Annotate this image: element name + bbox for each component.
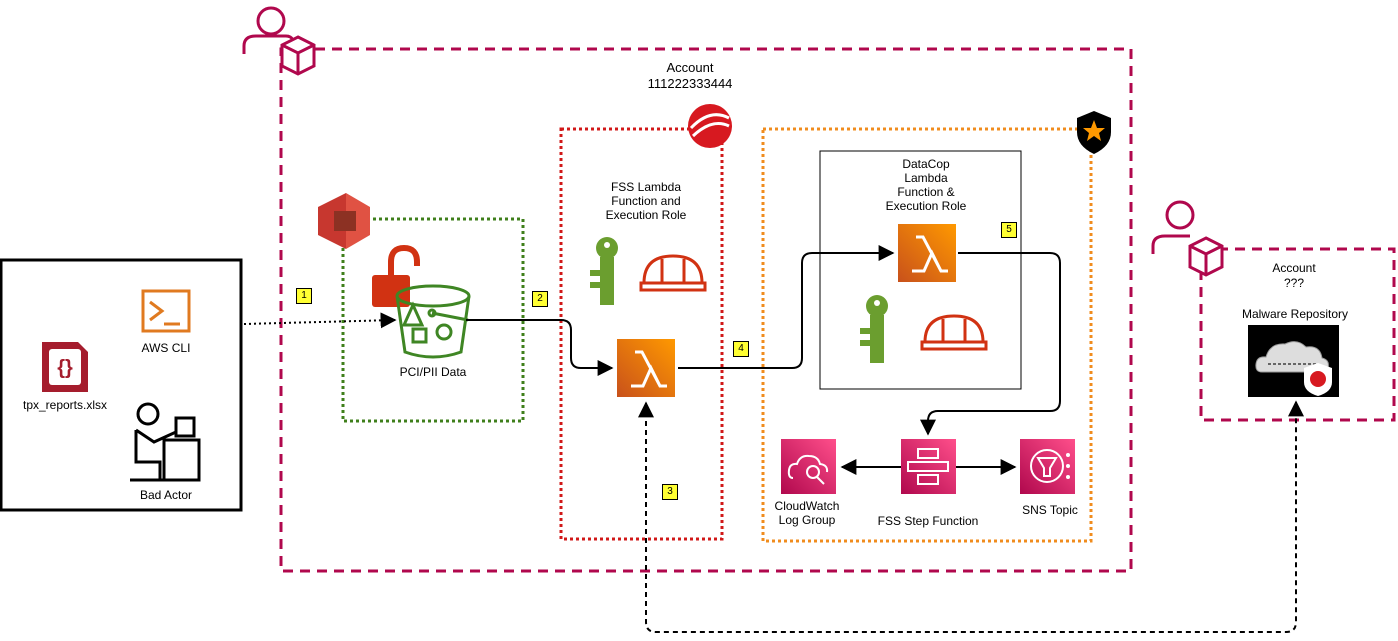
open-lock-icon (372, 244, 420, 307)
datacop-title-line-4: Execution Role (885, 199, 967, 213)
step-badge-1: 1 (296, 288, 312, 304)
trend-micro-logo (688, 104, 732, 148)
actor-label: Bad Actor (139, 488, 193, 502)
datacop-title-line-3: Function & (897, 185, 955, 199)
lambda-icon (898, 224, 956, 282)
svg-text:{}: {} (57, 357, 73, 379)
sns-label: SNS Topic (1022, 503, 1078, 517)
s3-icon (318, 193, 370, 249)
iam-key-icon (860, 295, 888, 363)
iam-key-icon (590, 237, 618, 305)
cli-label: AWS CLI (141, 341, 191, 355)
datacop-title-line-1: DataCop (902, 157, 950, 171)
step-badge-3: 3 (662, 484, 678, 500)
external-account-id: ??? (1283, 276, 1305, 290)
terminal-icon (141, 289, 191, 333)
user-account-icon (242, 6, 316, 76)
account-boundary (279, 47, 1133, 573)
malware-repository-label: Malware Repository (1241, 307, 1349, 321)
external-account-title: Account (1272, 261, 1316, 275)
connector-1 (243, 312, 397, 329)
desk-person-icon (130, 402, 201, 482)
user-account-icon (1151, 200, 1224, 277)
account-title: Account (666, 60, 714, 75)
fss-title-line-3: Execution Role (605, 208, 687, 222)
cloudwatch-label-line-1: CloudWatch (774, 499, 840, 513)
account-id: 111222333444 (647, 76, 733, 91)
fss-title-line-2: Function and (611, 194, 681, 208)
datacop-zone (761, 127, 1093, 543)
attacker-box (0, 258, 243, 512)
cloudwatch-label-line-2: Log Group (778, 513, 836, 527)
fss-zone (559, 127, 724, 541)
s3-zone (341, 217, 525, 423)
cloud-shield-icon (1248, 325, 1339, 397)
connector-2 (466, 319, 614, 376)
step-function-label: FSS Step Function (877, 514, 979, 528)
lambda-icon (617, 339, 675, 397)
datacop-function-box (819, 150, 1022, 390)
sns-icon (1020, 439, 1075, 494)
connector-3 (638, 400, 1304, 633)
step-functions-icon (901, 439, 956, 494)
json-file-icon: {} (42, 342, 88, 392)
step-badge-2: 2 (532, 291, 548, 307)
connector-4 (678, 245, 895, 369)
iam-role-helmet-icon (639, 254, 707, 292)
bucket-icon (395, 284, 471, 359)
iam-role-helmet-icon (920, 314, 988, 351)
cloudwatch-icon (781, 439, 836, 494)
step-badge-4: 4 (733, 341, 749, 357)
external-account-boundary (1199, 247, 1396, 422)
police-badge-icon (1077, 111, 1111, 154)
file-label: tpx_reports.xlsx (22, 398, 108, 412)
fss-title-line-1: FSS Lambda (610, 180, 682, 194)
datacop-title-line-2: Lambda (904, 171, 948, 185)
bucket-label: PCI/PII Data (399, 365, 467, 379)
step-badge-5: 5 (1001, 222, 1017, 238)
